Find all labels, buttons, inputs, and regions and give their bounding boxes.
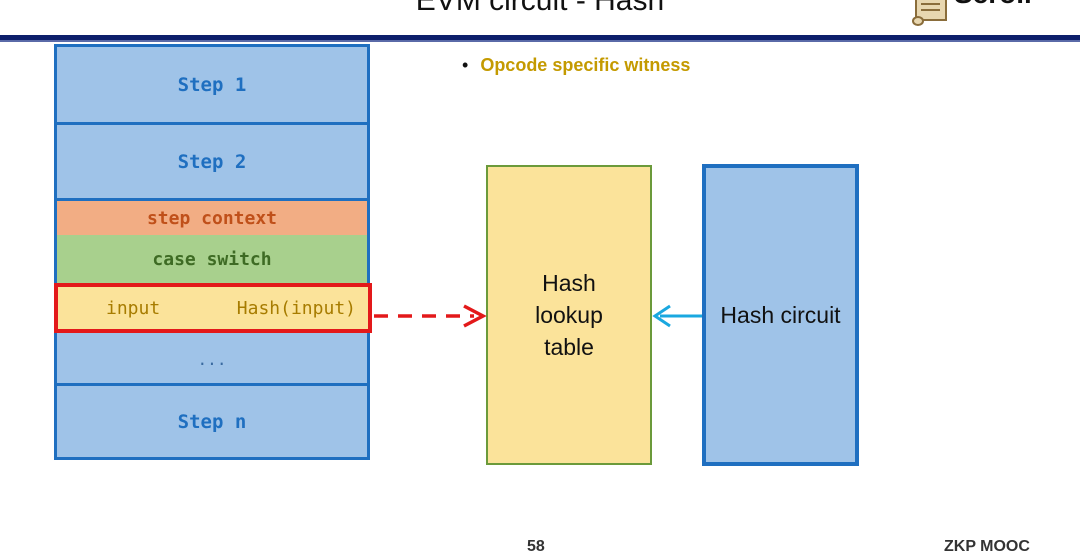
- bullet-item: • Opcode specific witness: [462, 55, 690, 76]
- header-rule: [0, 35, 1080, 40]
- lookup-line-3: table: [544, 334, 594, 360]
- lookup-line-1: Hash: [542, 270, 596, 296]
- scroll-logo: Scroll: [912, 0, 1062, 26]
- step-1: Step 1: [57, 47, 367, 125]
- hash-input-label: Hash(input): [236, 298, 356, 319]
- header-rule-thin: [0, 40, 1080, 42]
- step-2: Step 2: [57, 125, 367, 201]
- hash-witness-row: input Hash(input): [54, 283, 372, 333]
- hash-circuit-label: Hash circuit: [720, 301, 841, 328]
- evm-step-stack: Step 1 Step 2 step context case switch .…: [54, 44, 370, 460]
- hash-circuit: Hash circuit: [702, 164, 859, 466]
- ellipsis-row: ...: [57, 336, 367, 386]
- page-number: 58: [527, 538, 545, 555]
- logo-text: Scroll: [954, 0, 1032, 10]
- dashed-arrowhead: [463, 304, 487, 328]
- hash-lookup-table: Hash lookup table: [486, 165, 652, 465]
- case-switch: case switch: [57, 235, 367, 283]
- footer-text: ZKP MOOC: [944, 538, 1030, 555]
- step-context: step context: [57, 201, 367, 235]
- scroll-icon: [912, 0, 947, 26]
- slide-title: EVM circuit - Hash: [415, 0, 665, 17]
- step-n: Step n: [57, 386, 367, 457]
- input-label: input: [106, 298, 161, 319]
- bullet-text: Opcode specific witness: [480, 55, 691, 75]
- cyan-arrowhead: [652, 304, 671, 328]
- bullet-dot: •: [462, 55, 469, 75]
- lookup-line-2: lookup: [535, 302, 603, 328]
